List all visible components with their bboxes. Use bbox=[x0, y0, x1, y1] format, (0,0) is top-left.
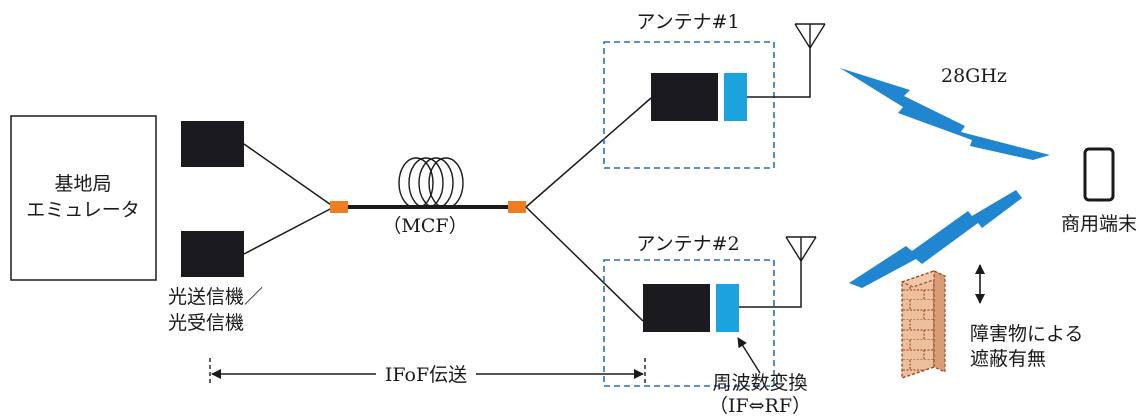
antenna1-label: アンテナ#1 bbox=[636, 11, 739, 33]
antenna2-frequency-converter bbox=[716, 284, 739, 332]
left-fan-in-connector bbox=[330, 201, 348, 213]
freq-converter-label-line2: （IF⇔RF） bbox=[709, 395, 811, 416]
antenna1-dashed-box bbox=[603, 41, 775, 169]
frequency-band-label: 28GHz bbox=[941, 65, 1007, 87]
left-fiber-lines bbox=[243, 143, 335, 255]
smartphone-icon bbox=[1083, 147, 1115, 202]
terminal-label: 商用端末 bbox=[1061, 213, 1137, 235]
transceiver-label-line2: 光受信機 bbox=[168, 312, 244, 334]
base-station-label-line2: エミュレータ bbox=[26, 199, 140, 221]
fiber-label: （MCF） bbox=[382, 215, 467, 237]
antenna2-icon bbox=[785, 236, 817, 262]
antenna1-frequency-converter bbox=[724, 73, 747, 121]
freq-converter-pointer-arrow bbox=[737, 337, 761, 374]
right-fan-out-connector bbox=[508, 201, 526, 213]
obstacle-label-line1: 障害物による bbox=[970, 323, 1083, 345]
antenna-unit-2: アンテナ#2 bbox=[603, 233, 817, 387]
freq-converter-label-line1: 周波数変換 bbox=[712, 372, 807, 394]
transceiver-label-line1: 光送信機／ bbox=[168, 286, 263, 308]
antenna2-label: アンテナ#2 bbox=[636, 233, 739, 255]
radio-wave-upper bbox=[840, 68, 1050, 160]
right-fiber-lines bbox=[525, 97, 652, 322]
optical-transmitter-module bbox=[181, 121, 244, 167]
antenna1-optical-module bbox=[651, 73, 718, 121]
base-station-label-line1: 基地局 bbox=[54, 173, 111, 195]
ifof-label: IFoF伝送 bbox=[385, 364, 467, 386]
radio-wave-lower bbox=[849, 190, 1022, 288]
obstacle-label-line2: 遮蔽有無 bbox=[970, 348, 1046, 370]
antenna1-icon bbox=[794, 23, 826, 49]
base-station-emulator: 基地局 エミュレータ bbox=[10, 115, 157, 281]
optical-receiver-module bbox=[181, 231, 244, 277]
antenna2-dashed-box bbox=[603, 259, 775, 387]
brick-wall-obstacle-icon bbox=[900, 270, 947, 379]
antenna2-optical-module bbox=[643, 284, 710, 332]
antenna-unit-1: アンテナ#1 bbox=[603, 11, 826, 169]
fiber-coil-icon bbox=[398, 157, 464, 209]
